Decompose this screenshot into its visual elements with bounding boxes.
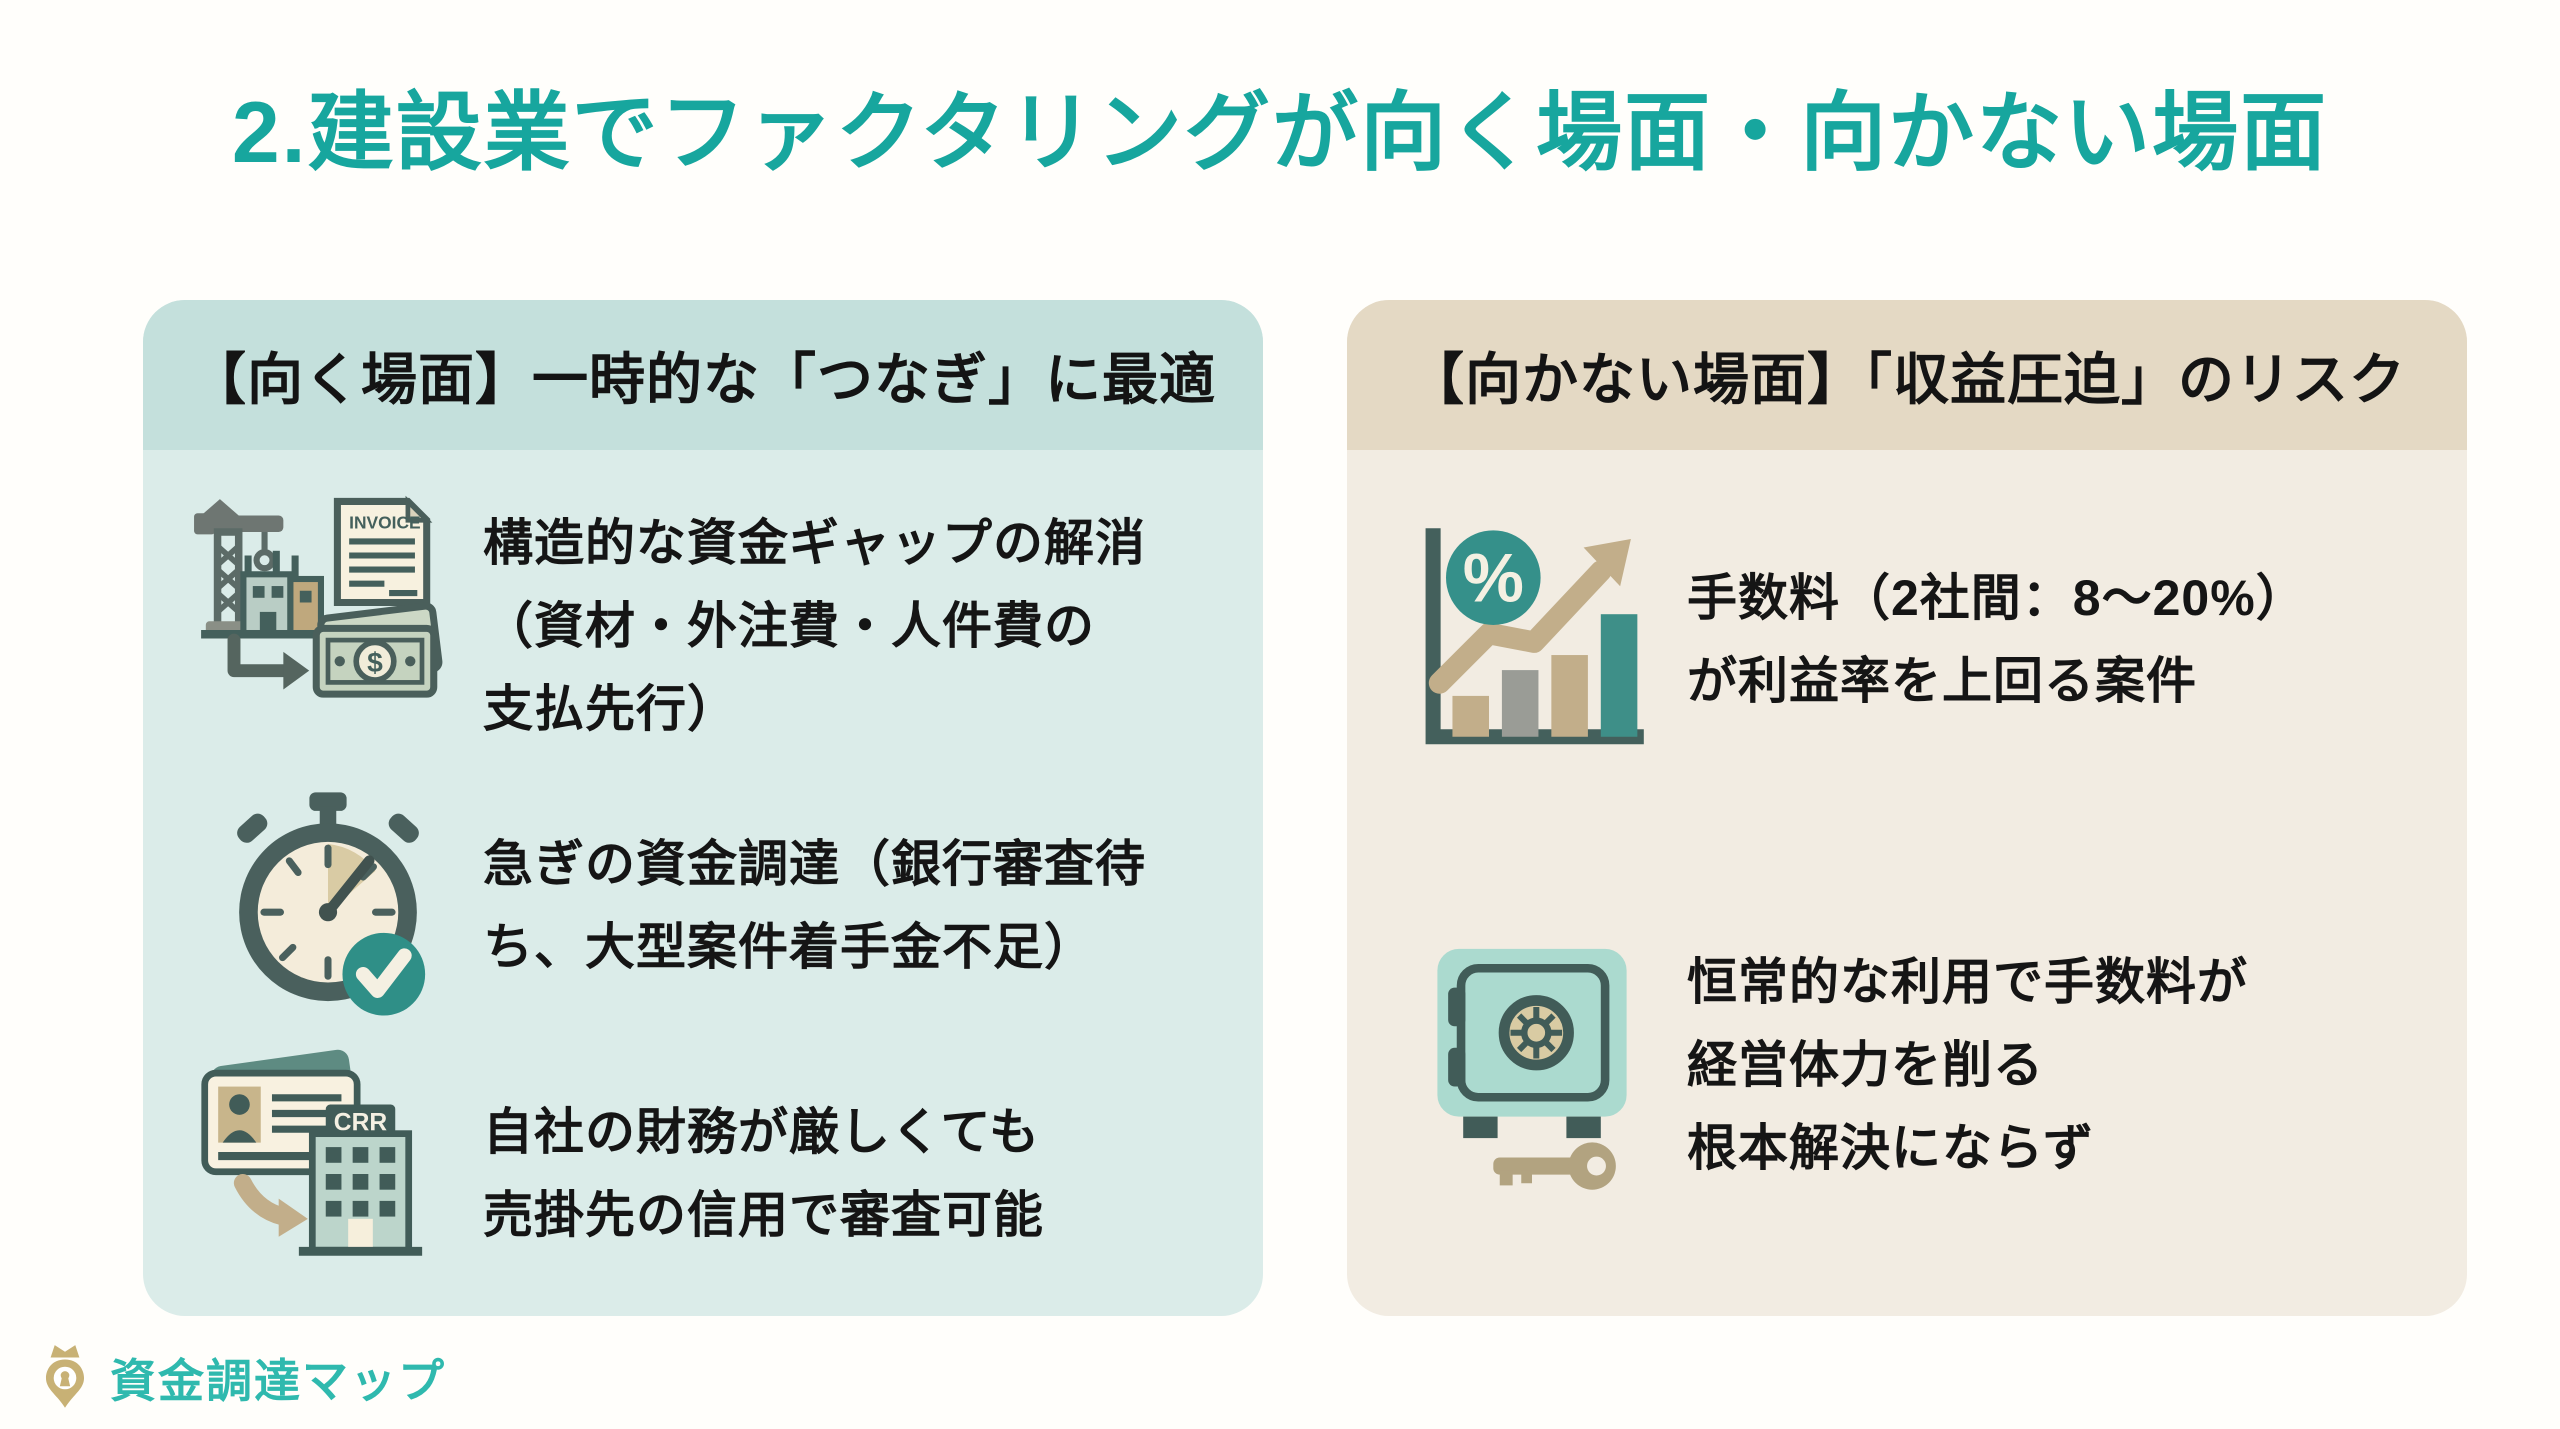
site-logo-text: 資金調達マップ	[110, 1355, 446, 1407]
map-pin-crown-icon	[34, 1341, 96, 1415]
list-item: 急ぎの資金調達（銀行審査待 ち、大型案件着手金不足）	[173, 772, 1233, 1040]
unsuitable-cases-header: 【向かない場面】「収益圧迫」のリスク	[1347, 300, 2467, 450]
list-item-text: 構造的な資金ギャップの解消 （資材・外注費・人件費の 支払先行）	[483, 514, 1146, 737]
list-item: % 手数料（2社間：8〜20%） が利益率を上回る案件	[1377, 490, 2437, 790]
rising-trend-arrow-icon	[1428, 538, 1631, 694]
stopwatch-check-icon	[173, 782, 483, 1030]
check-badge-icon	[342, 932, 426, 1016]
suitable-cases-panel: 【向く場面】一時的な「つなぎ」に最適	[143, 300, 1263, 1316]
suitable-cases-header: 【向く場面】一時的な「つなぎ」に最適	[143, 300, 1263, 450]
percent-label: %	[1463, 539, 1524, 616]
invoice-label: INVOICE	[349, 512, 420, 532]
unsuitable-cases-body: % 手数料（2社間：8〜20%） が利益率を上回る案件	[1347, 450, 2467, 1225]
list-item: INVOICE	[173, 480, 1233, 772]
list-item: CRR 自社の財務が厳しくても 売掛先の信用で審査可能	[173, 1040, 1233, 1308]
safe-and-key-icon	[1377, 936, 1687, 1194]
curved-arrow-icon	[233, 1174, 308, 1237]
key-icon	[1493, 1142, 1616, 1190]
list-item: 恒常的な利用で手数料が 経営体力を削る 根本解決にならず	[1377, 905, 2437, 1225]
list-item-text: 恒常的な利用で手数料が 経営体力を削る 根本解決にならず	[1687, 953, 2248, 1176]
safe-graphic	[1437, 948, 1627, 1139]
percent-badge-icon: %	[1446, 530, 1541, 625]
dollar-label: $	[367, 646, 383, 678]
list-item-text: 急ぎの資金調達（銀行審査待 ち、大型案件着手金不足）	[483, 836, 1146, 975]
unsuitable-cases-panel: 【向かない場面】「収益圧迫」のリスク	[1347, 300, 2467, 1316]
list-item-text: 自社の財務が厳しくても 売掛先の信用で審査可能	[483, 1104, 1044, 1243]
construction-invoice-to-cash-icon: INVOICE	[173, 485, 483, 767]
page-title: 2.建設業でファクタリングが向く場面・向かない場面	[231, 85, 2329, 181]
invoice-document-icon: INVOICE	[333, 495, 433, 607]
idcard-company-credit-icon: CRR	[173, 1044, 483, 1304]
list-item-text: 手数料（2社間：8〜20%） が利益率を上回る案件	[1687, 570, 2307, 709]
flow-arrow-icon	[227, 633, 310, 690]
site-logo: 資金調達マップ	[34, 1341, 446, 1415]
suitable-cases-body: INVOICE	[143, 450, 1263, 1308]
buildings-graphic	[201, 550, 333, 639]
money-bills-icon: $	[312, 602, 443, 698]
fee-chart-percent-icon: %	[1377, 511, 1687, 769]
company-building-graphic: CRR	[298, 1104, 423, 1256]
bar-chart-graphic	[1425, 528, 1644, 745]
